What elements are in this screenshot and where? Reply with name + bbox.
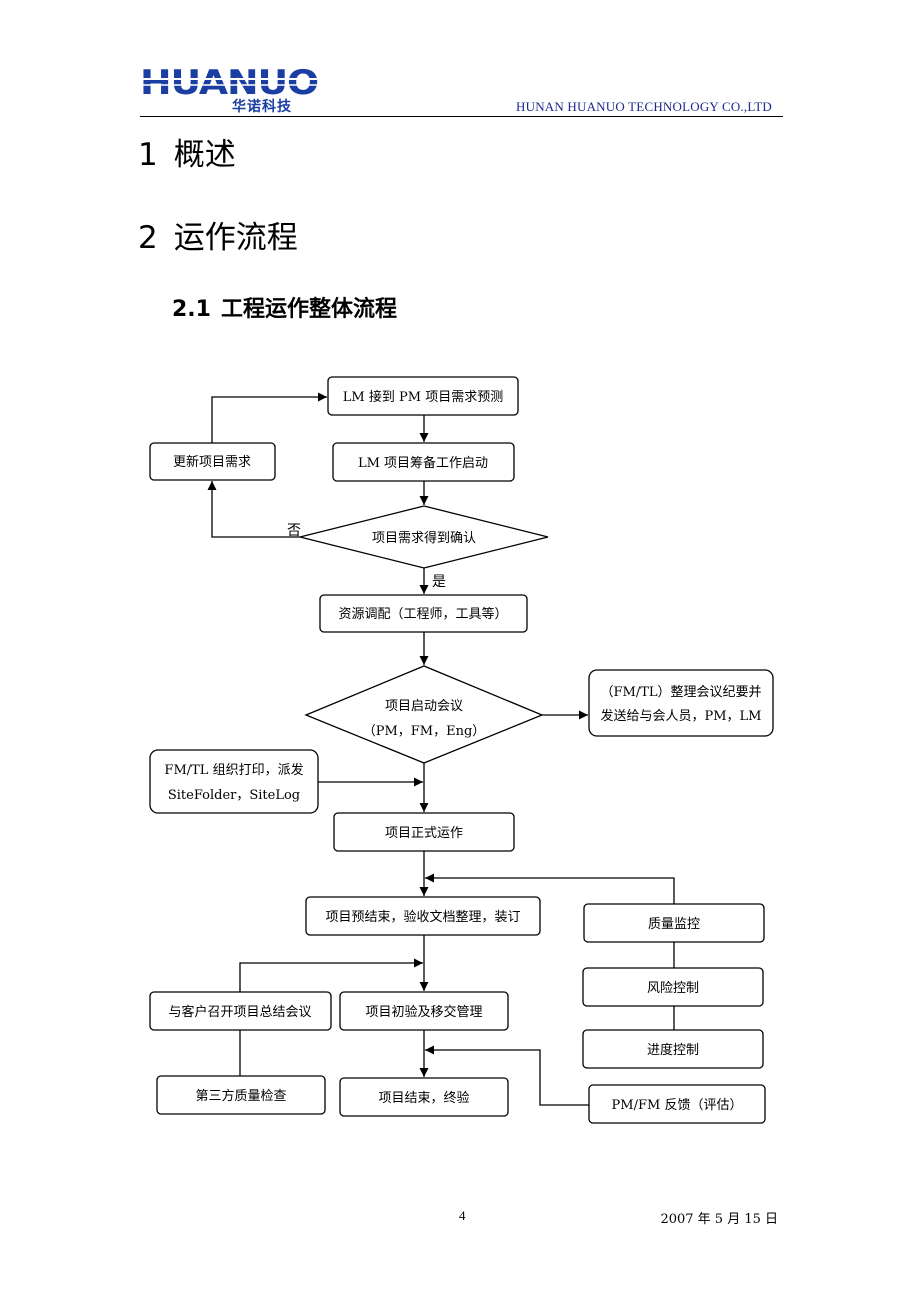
- company-name: HUNAN HUANUO TECHNOLOGY CO.,LTD: [516, 99, 772, 114]
- node-progress: [582, 1029, 764, 1069]
- label-pre-end: 项目预结束，验收文档整理，装订: [325, 909, 520, 925]
- label-kickoff-line1: 项目启动会议: [385, 699, 463, 714]
- subheading-number: 2.1: [172, 297, 211, 322]
- node-third: [156, 1075, 326, 1115]
- node-confirm: [299, 505, 549, 569]
- heading-number: 1: [138, 137, 158, 173]
- label-print-line1: FM/TL 组织打印，派发: [164, 762, 303, 778]
- subheading-title: 工程运作整体流程: [220, 297, 397, 322]
- node-print: [149, 749, 319, 814]
- label-print-line2: SiteFolder，SiteLog: [168, 788, 300, 803]
- label-feedback: PM/FM 反馈（评估）: [612, 1098, 743, 1113]
- label-progress: 进度控制: [647, 1042, 699, 1058]
- label-confirm: 项目需求得到确认: [372, 530, 476, 546]
- document-date: 2007 年 5 月 15 日: [660, 1212, 778, 1227]
- node-feedback: [588, 1084, 766, 1124]
- arrow-quality-merge: [425, 873, 675, 904]
- node-pre-end: [305, 896, 541, 936]
- label-prepare: LM 项目筹备工作启动: [358, 455, 488, 471]
- header-rule: [140, 116, 783, 117]
- label-resource: 资源调配（工程师，工具等）: [338, 606, 507, 622]
- node-minutes: [588, 669, 774, 737]
- heading-overview: 1 概述: [138, 129, 236, 174]
- label-minutes-line1: （FM/TL）整理会议纪要并: [600, 685, 761, 700]
- node-lm-receive: [327, 376, 519, 416]
- node-end: [339, 1077, 509, 1117]
- heading-title: 概述: [173, 137, 236, 173]
- label-yes: 是: [432, 574, 446, 590]
- label-risk: 风险控制: [647, 981, 699, 996]
- arrow-summary-merge: [239, 958, 423, 992]
- arrow-feedback-merge: [425, 1045, 589, 1106]
- label-lm-receive: LM 接到 PM 项目需求预测: [343, 389, 503, 405]
- svg-text:华诺科技: 华诺科技: [232, 98, 292, 114]
- arrow-confirm-no-update: [207, 481, 300, 538]
- label-kickoff-line2: （PM，FM，Eng）: [363, 724, 486, 739]
- label-update: 更新项目需求: [173, 454, 251, 470]
- heading-process: 2 运作流程: [138, 212, 298, 257]
- arrow-update-receive: [211, 392, 327, 443]
- label-no: 否: [287, 523, 301, 539]
- label-operate: 项目正式运作: [385, 826, 463, 841]
- label-end: 项目结束，终验: [378, 1090, 469, 1106]
- label-summary: 与客户召开项目总结会议: [168, 1004, 311, 1020]
- label-quality: 质量监控: [648, 917, 700, 932]
- node-kickoff: [304, 665, 544, 764]
- label-handover: 项目初验及移交管理: [365, 1004, 482, 1020]
- node-risk: [582, 967, 764, 1007]
- label-third: 第三方质量检查: [195, 1088, 286, 1104]
- heading-number: 2: [138, 220, 158, 256]
- company-logo: HUANUO 华诺科技: [140, 66, 322, 114]
- page-number: 4: [459, 1208, 466, 1223]
- heading-title: 运作流程: [173, 220, 298, 256]
- label-minutes-line2: 发送给与会人员，PM，LM: [600, 708, 761, 724]
- subheading-overall-flow: 2.1 工程运作整体流程: [172, 291, 397, 323]
- huanuo-logo-icon: HUANUO 华诺科技: [140, 66, 319, 114]
